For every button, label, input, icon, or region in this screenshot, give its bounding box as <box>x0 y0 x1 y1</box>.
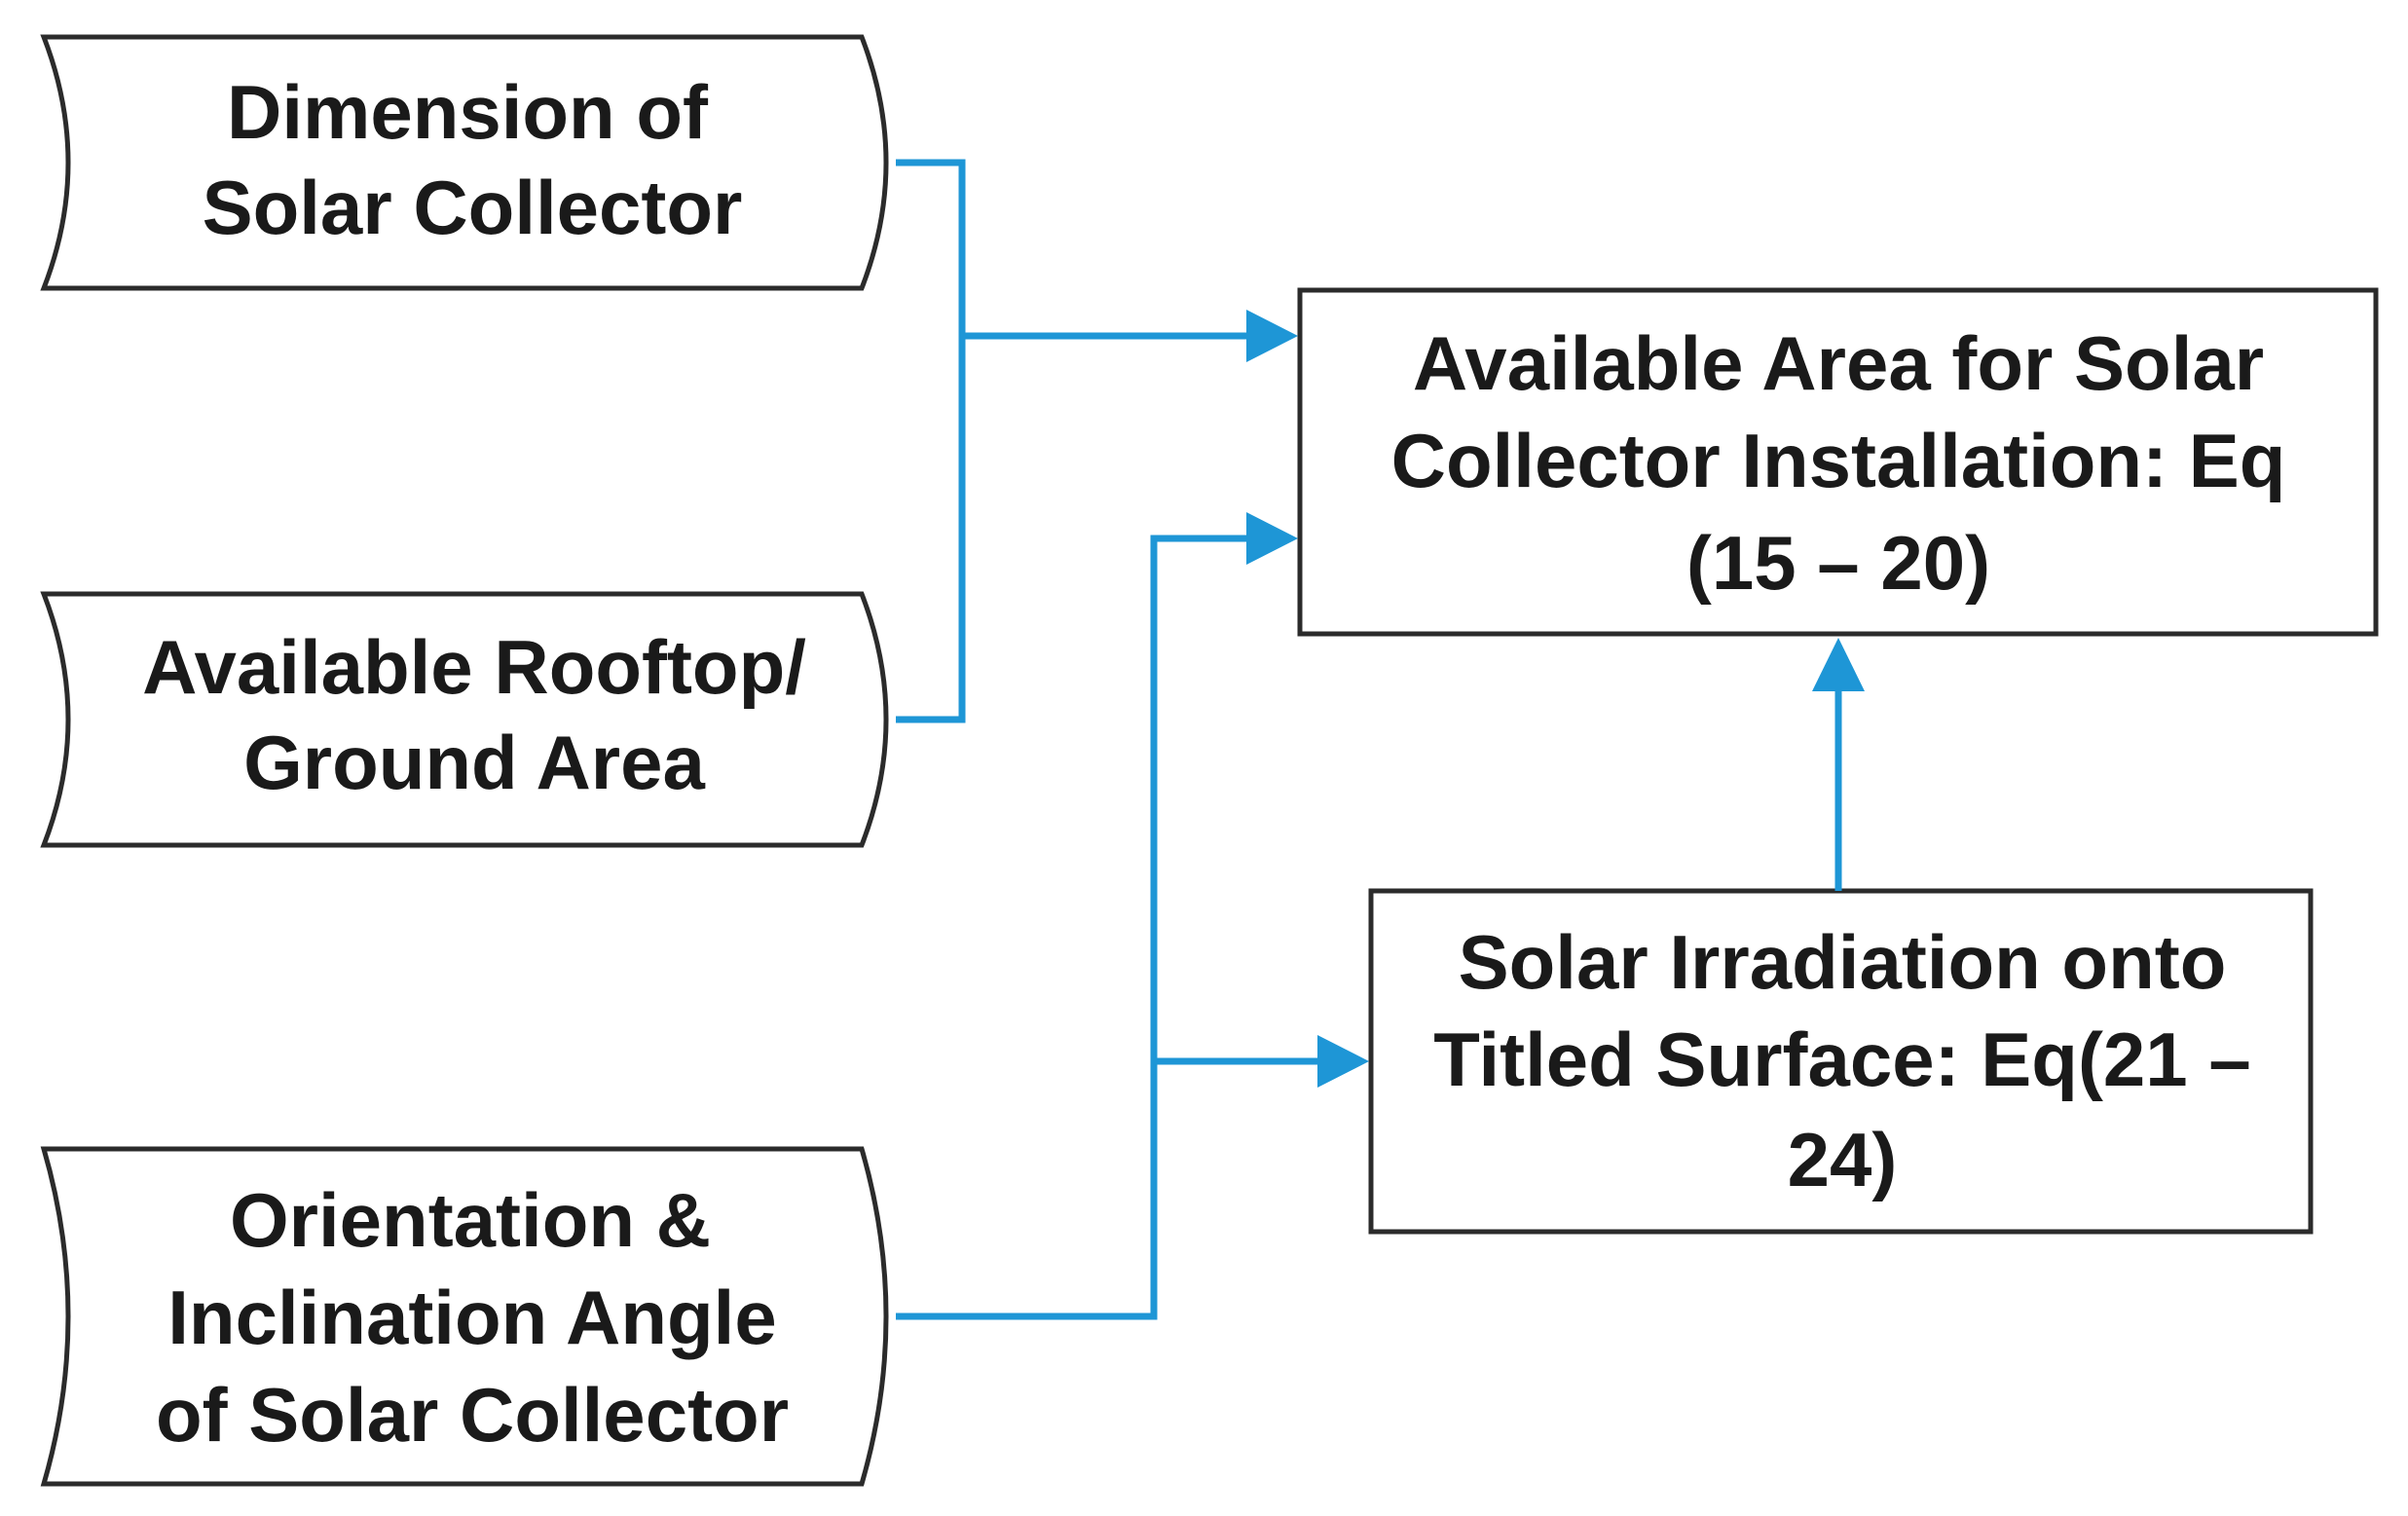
process-box <box>1297 287 2379 637</box>
arrowhead-right-icon <box>1246 512 1298 565</box>
connector-orientation <box>896 535 1251 1320</box>
input-label-line: Dimension of <box>227 69 709 155</box>
stored-data-shape <box>40 1146 889 1487</box>
connector-rooftop <box>896 336 966 723</box>
process-label-line: (15 – 20) <box>1686 520 1990 606</box>
input-label-line: of Solar Collector <box>156 1372 789 1458</box>
arrowhead-right-icon <box>1317 1035 1369 1088</box>
input-available-rooftop-ground-area: Available Rooftop/ Ground Area <box>40 591 889 848</box>
process-available-area: Available Area for Solar Collector Insta… <box>1297 287 2379 637</box>
input-label-line: Orientation & <box>230 1177 711 1263</box>
input-label-line: Available Rooftop/ <box>142 624 806 710</box>
input-dimension-of-solar-collector: Dimension of Solar Collector <box>40 34 889 291</box>
process-label-line: Collector Installation: Eq <box>1391 418 2286 503</box>
input-orientation-inclination-angle: Orientation & Inclination Angle of Solar… <box>40 1146 889 1487</box>
stored-data-shape <box>40 34 889 291</box>
input-label-line: Ground Area <box>243 720 705 805</box>
process-label-line: 24) <box>1788 1117 1898 1202</box>
stored-data-shape <box>40 591 889 848</box>
arrowhead-up-icon <box>1812 638 1865 691</box>
process-solar-irradiation: Solar Irradiation onto Titled Surface: E… <box>1368 888 2314 1235</box>
connector-dimension <box>896 159 966 336</box>
input-label-line: Solar Collector <box>203 165 743 250</box>
input-label-line: Inclination Angle <box>167 1275 776 1360</box>
process-label-line: Titled Surface: Eq(21 – <box>1433 1017 2251 1102</box>
process-label-line: Solar Irradiation onto <box>1459 919 2227 1005</box>
arrowhead-right-icon <box>1246 310 1298 362</box>
process-label-line: Available Area for Solar <box>1413 320 2264 406</box>
process-box <box>1368 888 2314 1235</box>
